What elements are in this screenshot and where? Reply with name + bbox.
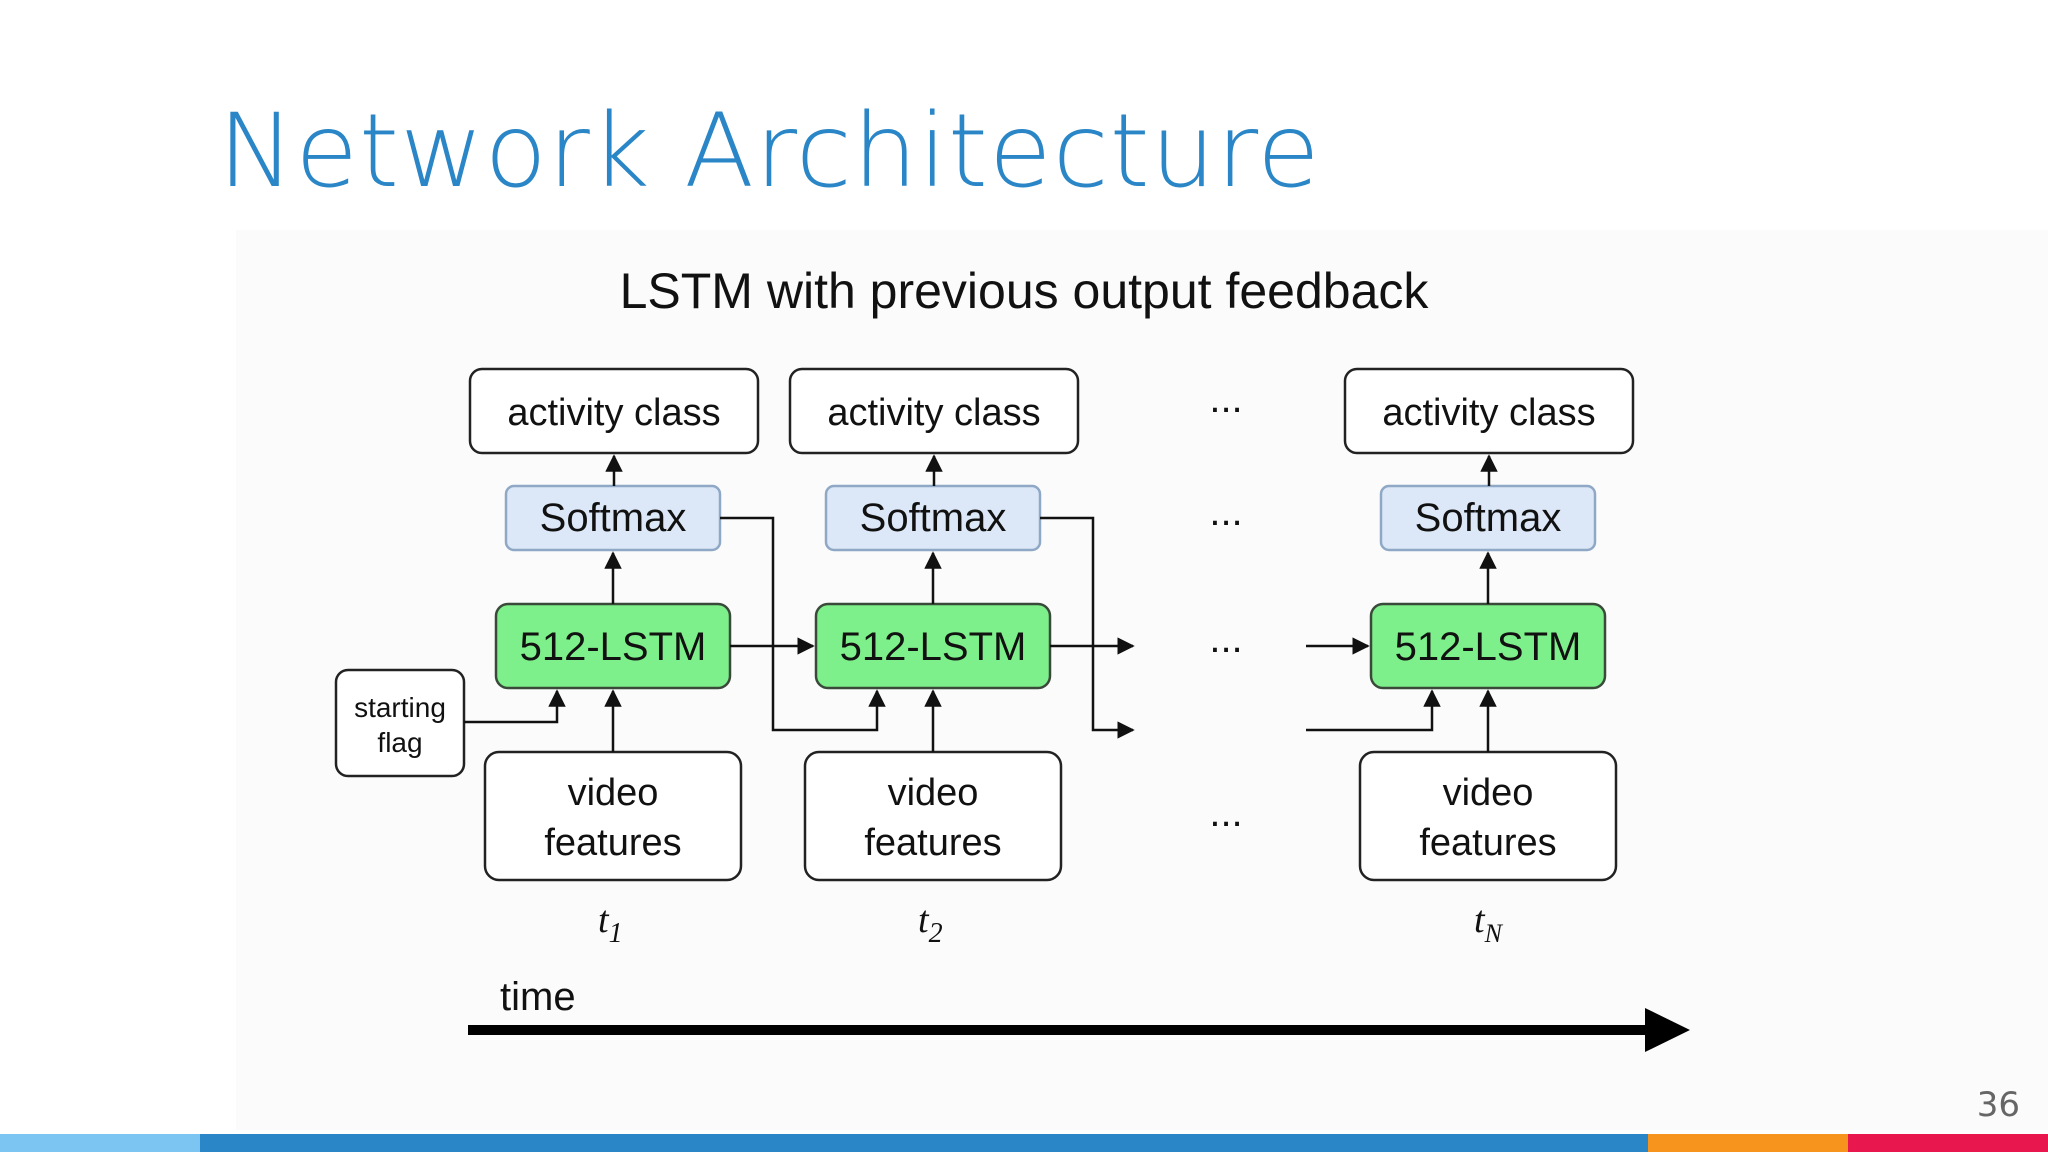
arrow-flag-to-lstm-t1 xyxy=(464,689,566,724)
features-label-tN: features xyxy=(1419,822,1556,864)
arrow-feedback-t2-out xyxy=(1040,516,1135,739)
softmax-label-t1: Softmax xyxy=(540,496,687,540)
time-axis-arrowhead xyxy=(1645,1008,1690,1052)
column-t1: activity class Softmax 512-LSTM video fe… xyxy=(468,367,760,949)
time-step-t2: t2 xyxy=(918,899,943,949)
video-label-t2: video xyxy=(888,772,979,814)
footer-segment-orange xyxy=(1648,1134,1848,1152)
starting-flag-label-line2: flag xyxy=(377,727,422,758)
figure-caption: LSTM with previous output feedback xyxy=(619,263,1429,319)
column-tN: activity class Softmax 512-LSTM video fe… xyxy=(1343,367,1635,948)
footer-color-bar xyxy=(0,1134,2048,1152)
ellipsis-output: ... xyxy=(1209,377,1242,421)
time-step-tN: tN xyxy=(1474,899,1504,948)
activity-class-label-tN: activity class xyxy=(1382,392,1595,434)
lstm-label-t1: 512-LSTM xyxy=(520,625,707,669)
lstm-label-tN: 512-LSTM xyxy=(1395,625,1582,669)
footer-segment-blue xyxy=(200,1134,1648,1152)
time-axis-label: time xyxy=(500,975,576,1019)
activity-class-box-t2 xyxy=(788,367,1080,455)
activity-class-label-t2: activity class xyxy=(827,392,1040,434)
column-t2: activity class Softmax 512-LSTM video fe… xyxy=(788,367,1080,949)
softmax-label-t2: Softmax xyxy=(860,496,1007,540)
activity-class-label-t1: activity class xyxy=(507,392,720,434)
ellipsis-lstm: ... xyxy=(1209,617,1242,661)
footer-segment-light-blue xyxy=(0,1134,200,1152)
video-label-tN: video xyxy=(1443,772,1534,814)
softmax-label-tN: Softmax xyxy=(1415,496,1562,540)
starting-flag-box xyxy=(334,668,466,778)
arrow-feedback-in-tN xyxy=(1306,689,1441,732)
slide-title: Network Architecture xyxy=(218,92,1321,211)
starting-flag-label-line1: starting xyxy=(354,692,446,723)
ellipsis-softmax: ... xyxy=(1209,490,1242,534)
features-label-t2: features xyxy=(864,822,1001,864)
features-label-t1: features xyxy=(544,822,681,864)
ellipsis-input: ... xyxy=(1209,791,1242,835)
page-number: 36 xyxy=(1976,1085,2020,1125)
time-step-t1: t1 xyxy=(598,899,623,949)
arrow-feedback-t1-to-t2 xyxy=(720,516,886,732)
activity-class-box-tN xyxy=(1343,367,1635,455)
activity-class-box-t1 xyxy=(468,367,760,455)
footer-segment-red xyxy=(1848,1134,2048,1152)
video-label-t1: video xyxy=(568,772,659,814)
lstm-label-t2: 512-LSTM xyxy=(840,625,1027,669)
